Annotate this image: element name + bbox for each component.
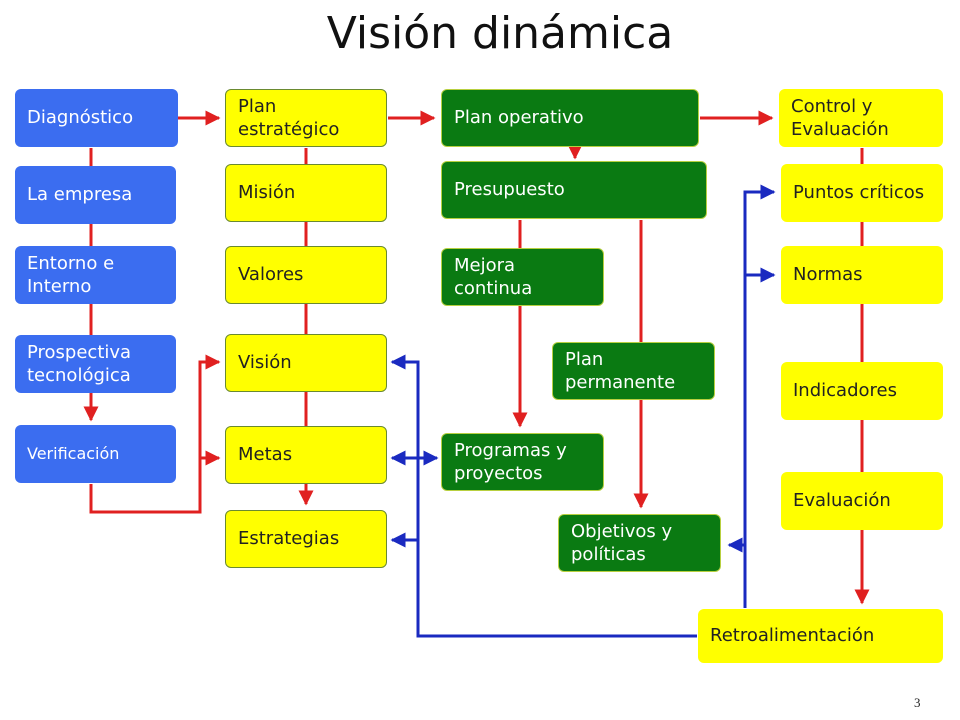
box-diagnostico: Diagnóstico [15, 89, 178, 147]
box-vision: Visión [225, 334, 387, 392]
label-metas: Metas [238, 444, 293, 466]
label-plan-permanente: Plan permanente [565, 348, 676, 393]
box-objetivos: Objetivos y políticas [558, 514, 721, 572]
line-retro-left [394, 360, 697, 638]
label-entorno: Entorno e Interno [27, 252, 115, 297]
label-plan-estrategico: Plan estratégico [238, 95, 340, 140]
label-retroalimentacion: Retroalimentación [710, 625, 875, 647]
box-plan-operativo: Plan operativo [441, 89, 699, 147]
box-verificacion: Verificación [15, 425, 176, 483]
label-objetivos: Objetivos y políticas [571, 520, 673, 565]
label-puntos-criticos: Puntos críticos [793, 182, 925, 204]
box-indicadores: Indicadores [781, 362, 943, 420]
label-estrategias: Estrategias [238, 528, 340, 550]
box-retroalimentacion: Retroalimentación [698, 609, 943, 663]
label-la-empresa: La empresa [27, 184, 133, 206]
box-programas: Programas y proyectos [441, 433, 604, 491]
label-verificacion: Verificación [27, 443, 120, 463]
box-estrategias: Estrategias [225, 510, 387, 568]
label-programas: Programas y proyectos [454, 439, 567, 484]
label-diagnostico: Diagnóstico [27, 107, 134, 129]
label-mision: Misión [238, 182, 296, 204]
box-plan-estrategico: Plan estratégico [225, 89, 387, 147]
page-title: Visión dinámica [326, 8, 674, 59]
label-mejora-continua: Mejora continua [454, 254, 533, 299]
label-indicadores: Indicadores [793, 380, 897, 402]
label-presupuesto: Presupuesto [454, 179, 565, 201]
box-entorno: Entorno e Interno [15, 246, 176, 304]
label-vision: Visión [238, 352, 292, 374]
box-valores: Valores [225, 246, 387, 304]
box-normas: Normas [781, 246, 943, 304]
box-mision: Misión [225, 164, 387, 222]
box-prospectiva: Prospectiva tecnológica [15, 335, 176, 393]
box-evaluacion: Evaluación [781, 472, 943, 530]
box-control: Control y Evaluación [779, 89, 943, 147]
box-mejora-continua: Mejora continua [441, 248, 604, 306]
label-evaluacion: Evaluación [793, 490, 891, 512]
box-la-empresa: La empresa [15, 166, 176, 224]
label-prospectiva: Prospectiva tecnológica [27, 341, 132, 386]
line-retro-up [743, 190, 772, 608]
label-valores: Valores [238, 264, 304, 286]
box-puntos-criticos: Puntos críticos [781, 164, 943, 222]
box-presupuesto: Presupuesto [441, 161, 707, 219]
box-metas: Metas [225, 426, 387, 484]
page-number: 3 [914, 695, 921, 710]
label-normas: Normas [793, 264, 863, 286]
label-plan-operativo: Plan operativo [454, 107, 584, 129]
label-control: Control y Evaluación [791, 95, 889, 140]
box-plan-permanente: Plan permanente [552, 342, 715, 400]
